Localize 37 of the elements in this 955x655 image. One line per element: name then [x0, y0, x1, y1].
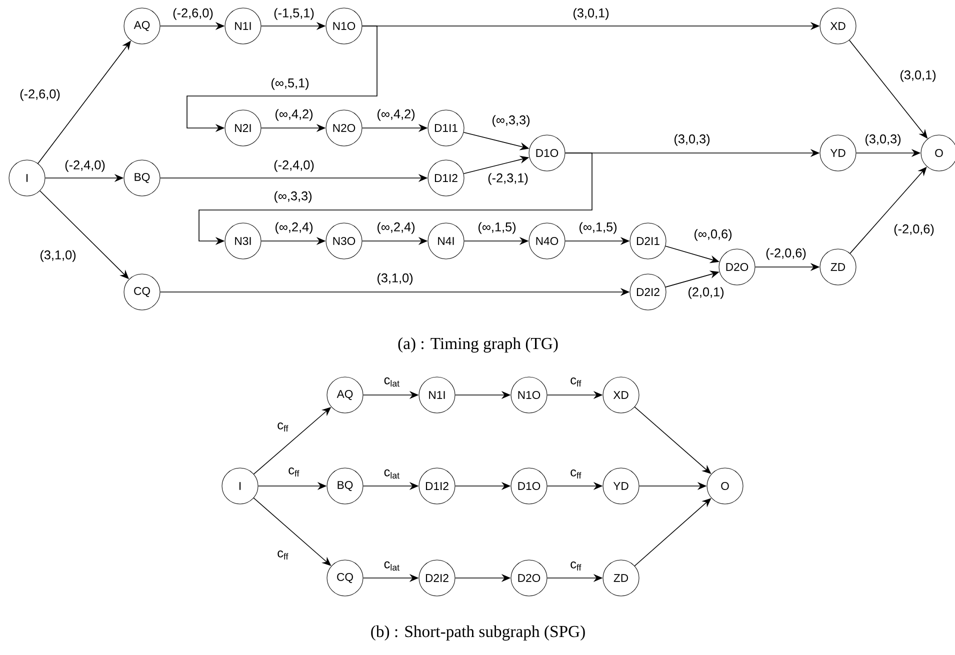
- edge-label: (∞,3,3): [491, 114, 531, 128]
- edge-label: (∞,2,4): [376, 221, 416, 235]
- edge-label: (∞,0,6): [693, 228, 733, 242]
- figure-caption: (a) : Timing graph (TG): [398, 337, 558, 353]
- edge-label: (3,1,0): [39, 249, 77, 263]
- edge-label: (-2,6,0): [172, 7, 214, 21]
- edge-label: (∞,1,5): [578, 221, 618, 235]
- edge-label: (-1,5,1): [272, 7, 316, 21]
- edge-label: (-2,3,1): [486, 172, 530, 186]
- edge-label: c$_{lat}$: [383, 560, 401, 572]
- edge-label: (3,1,0): [376, 272, 414, 286]
- figure-caption: (b) : Short-path subgraph (SPG): [371, 625, 585, 641]
- edge-label: (3,0,1): [899, 69, 937, 83]
- arrow: [38, 40, 131, 164]
- edge-label: c$_{ff}$: [569, 376, 583, 388]
- edge-label: (∞,4,2): [274, 108, 314, 122]
- edge-label: (-2,0,6): [892, 223, 936, 237]
- edge-label: c$_{lat}$: [383, 376, 401, 388]
- edge-label: (∞,1,5): [477, 221, 517, 235]
- edge-label: c$_{ff}$: [276, 550, 290, 560]
- edge-label: (2,0,1): [687, 286, 725, 300]
- edge-label: (-2,6,0): [18, 88, 62, 102]
- edge-label: (-2,4,0): [272, 159, 316, 173]
- edge-label: c$_{ff}$: [569, 560, 583, 572]
- edge-label: c$_{ff}$: [287, 466, 301, 478]
- edge-label: c$_{lat}$: [383, 468, 401, 480]
- edge-label: (3,0,3): [864, 133, 902, 147]
- edge-label: (-2,4,0): [64, 159, 106, 173]
- edge-label: (∞,2,4): [274, 221, 314, 235]
- edge-label: (3,0,1): [572, 7, 610, 21]
- edge-label: (∞,4,2): [376, 108, 416, 122]
- edge-label: (3,0,3): [673, 133, 711, 147]
- edge-label: c$_{ff}$: [569, 468, 583, 480]
- edge-label: (∞,5,1): [270, 77, 310, 91]
- edge-label: c$_{ff}$: [276, 422, 290, 432]
- edge-label: (-2,0,6): [764, 247, 808, 261]
- edge-label: (∞,3,3): [273, 190, 313, 204]
